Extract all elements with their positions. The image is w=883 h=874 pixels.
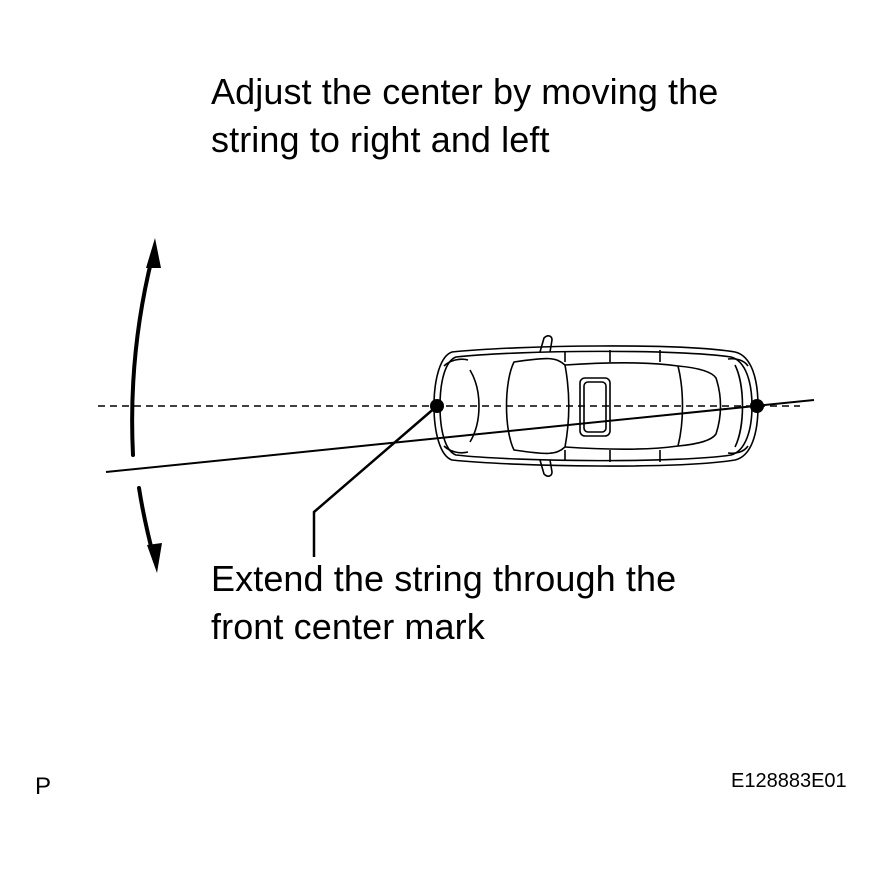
car-taillight-left (727, 357, 749, 367)
figure-id-label: E128883E01 (731, 770, 847, 792)
car-door-line-top (564, 350, 661, 362)
swing-arrow-upper-arc (130, 256, 154, 457)
adjust-center-caption: Adjust the center by moving the string t… (211, 68, 718, 164)
car-left-mirror (539, 335, 553, 353)
extend-string-caption: Extend the string through the front cent… (211, 555, 676, 651)
adjust-caption-line-1: Adjust the center by moving the (211, 71, 719, 112)
extend-caption-line-2: front center mark (211, 606, 485, 647)
car-headlight-left (443, 358, 469, 367)
car-right-mirror (539, 459, 553, 477)
car-trunk-line (734, 364, 744, 448)
string-line (105, 399, 815, 473)
adjust-caption-line-2: string to right and left (211, 119, 550, 160)
car-body-outline (433, 345, 759, 467)
front-mark-leader-line (312, 405, 438, 557)
rear-center-mark (750, 399, 764, 413)
car-headlight-right (443, 445, 469, 454)
car-hood-line (469, 369, 480, 443)
page-marker: P (35, 773, 52, 800)
car-top-view-icon (433, 335, 759, 477)
car-sunroof-inner (583, 381, 607, 433)
car-roof (564, 362, 684, 450)
car-rear-window (677, 365, 722, 447)
curved-double-arrow-icon (130, 238, 162, 573)
car-door-line-bottom (564, 450, 661, 462)
car-taillight-right (727, 445, 749, 455)
swing-arrow-down-head (147, 543, 162, 573)
car-sunroof (579, 377, 611, 437)
extend-caption-line-1: Extend the string through the (211, 558, 677, 599)
front-center-mark (430, 399, 444, 413)
car-body-inner-outline (439, 350, 753, 462)
swing-arrow-up-head (146, 238, 161, 268)
